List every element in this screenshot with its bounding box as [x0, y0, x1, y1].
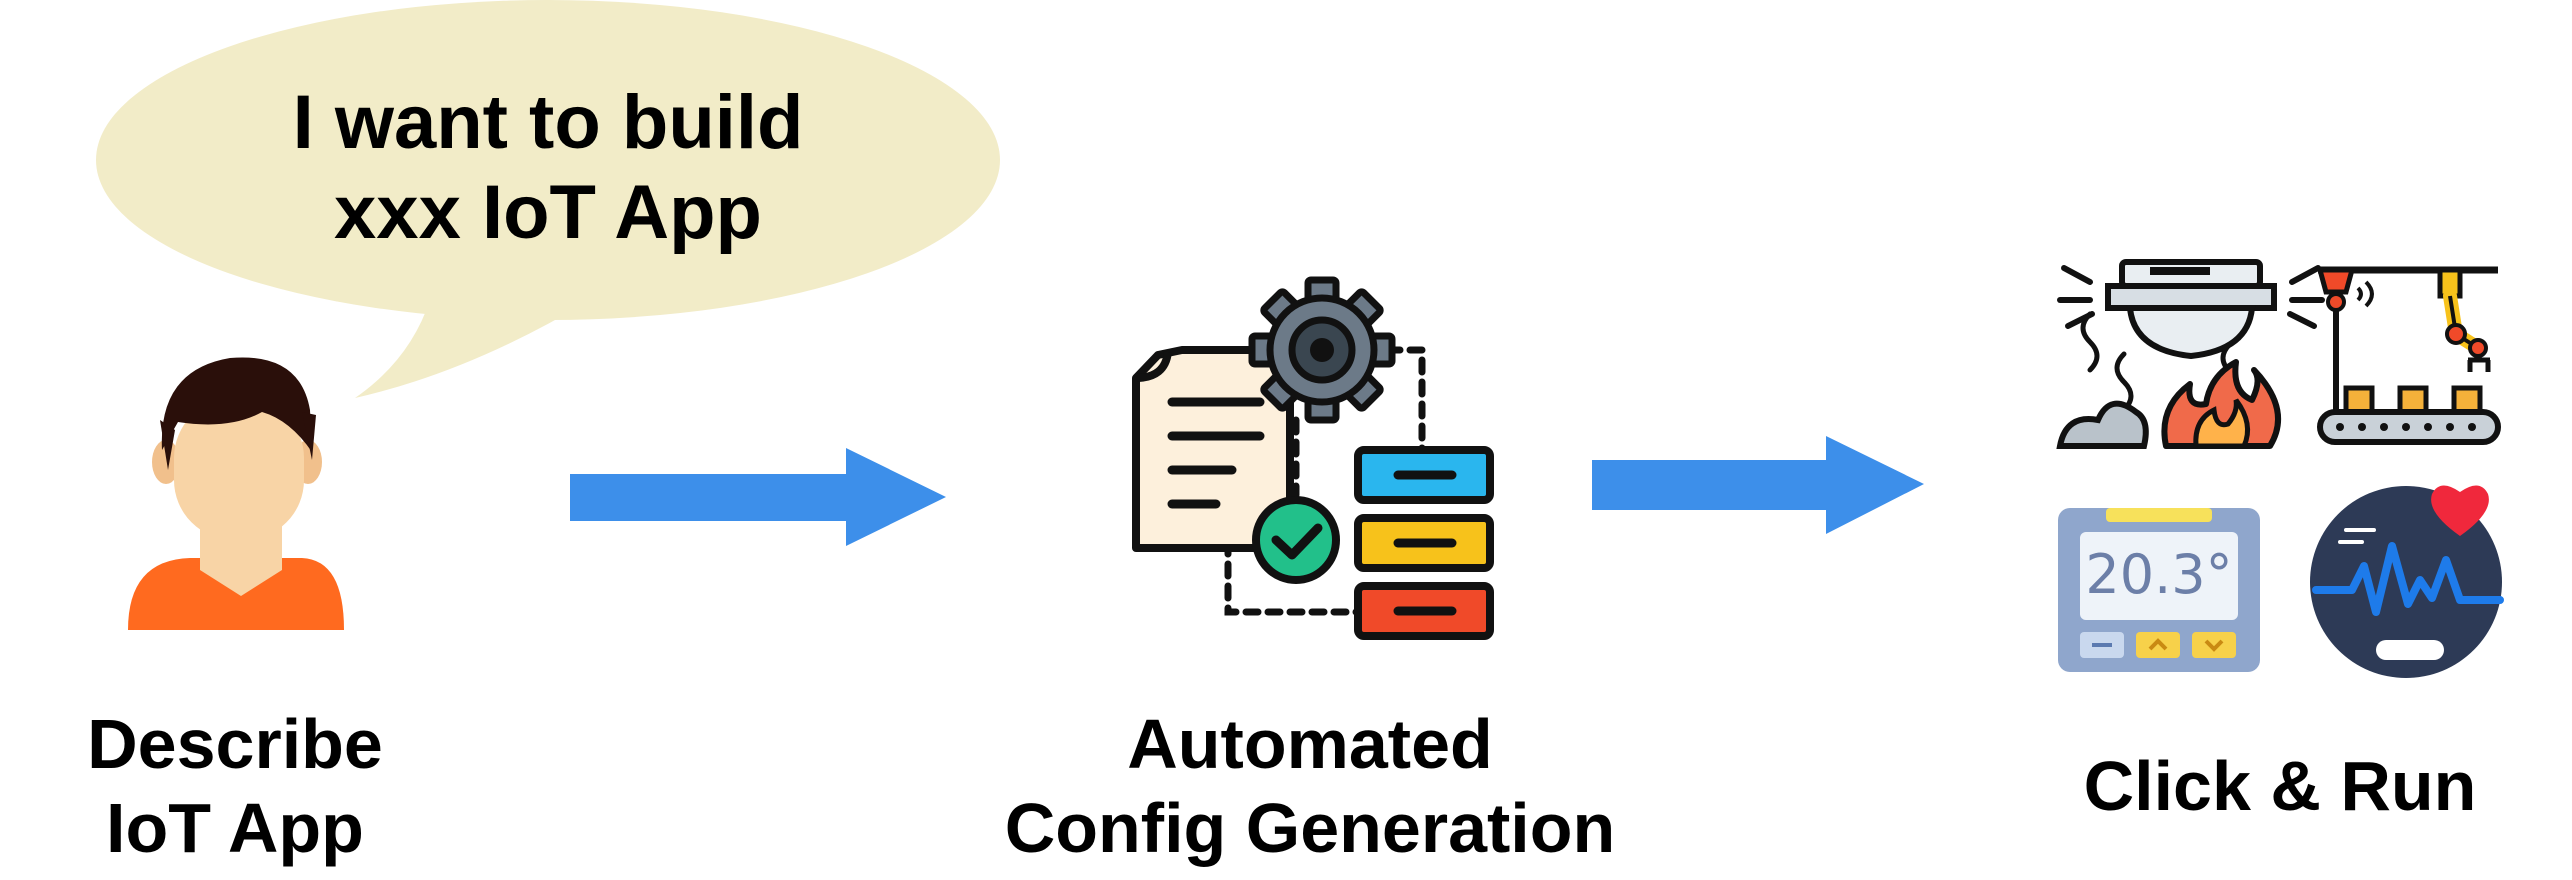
step-1-label: Describe IoT App [40, 702, 430, 870]
arrow-1 [570, 448, 946, 546]
thermostat-reading: 20.3° [2085, 543, 2233, 606]
step-1-line-1: Describe [87, 705, 383, 783]
step-2-label: Automated Config Generation [950, 702, 1670, 870]
arrow-2 [1592, 436, 1924, 534]
step-3-label: Click & Run [2020, 744, 2540, 828]
step-2-line-2: Config Generation [1004, 789, 1616, 867]
step-1-line-2: IoT App [106, 789, 364, 867]
speech-text: I want to build xxx IoT App [130, 78, 966, 258]
speech-line-2: xxx IoT App [334, 170, 762, 255]
step-3-line-1: Click & Run [2083, 747, 2477, 825]
speech-line-1: I want to build [292, 80, 804, 165]
step-2-line-1: Automated [1127, 705, 1493, 783]
